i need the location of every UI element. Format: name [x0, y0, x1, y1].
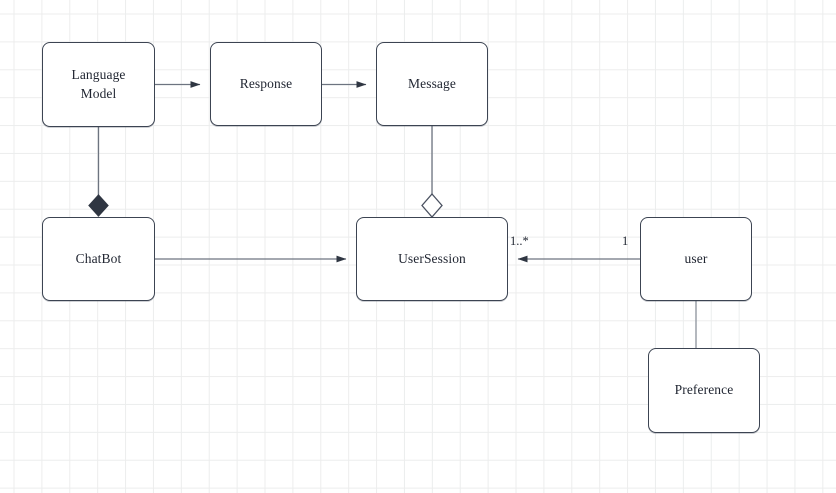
node-label-response: Response	[239, 75, 293, 91]
node-preference[interactable]: Preference	[648, 348, 760, 433]
node-label-line2: Model	[80, 85, 117, 101]
edge-message-to-usersession[interactable]	[421, 126, 443, 218]
node-label-user: user	[684, 250, 708, 266]
node-usersession[interactable]: UserSession	[356, 217, 508, 301]
node-label-line1: Language	[71, 67, 126, 83]
multiplicity-label-usersession-end: 1..*	[510, 234, 529, 248]
node-response[interactable]: Response	[210, 42, 322, 126]
node-user[interactable]: user	[640, 217, 752, 301]
node-label-preference: Preference	[674, 382, 734, 398]
node-message[interactable]: Message	[376, 42, 488, 126]
node-chatbot[interactable]: ChatBot	[42, 217, 155, 301]
hollow-diamond-icon	[421, 193, 443, 218]
filled-diamond-icon	[88, 194, 109, 217]
edge-language-model-to-chatbot[interactable]	[88, 127, 109, 217]
multiplicity-label-user-end: 1	[622, 234, 629, 248]
node-language-model[interactable]: Language Model	[42, 42, 155, 127]
node-label-chatbot: ChatBot	[75, 250, 122, 266]
node-label-usersession: UserSession	[398, 250, 466, 266]
node-label-language-model: Language Model	[71, 66, 125, 102]
node-label-message: Message	[408, 75, 456, 91]
